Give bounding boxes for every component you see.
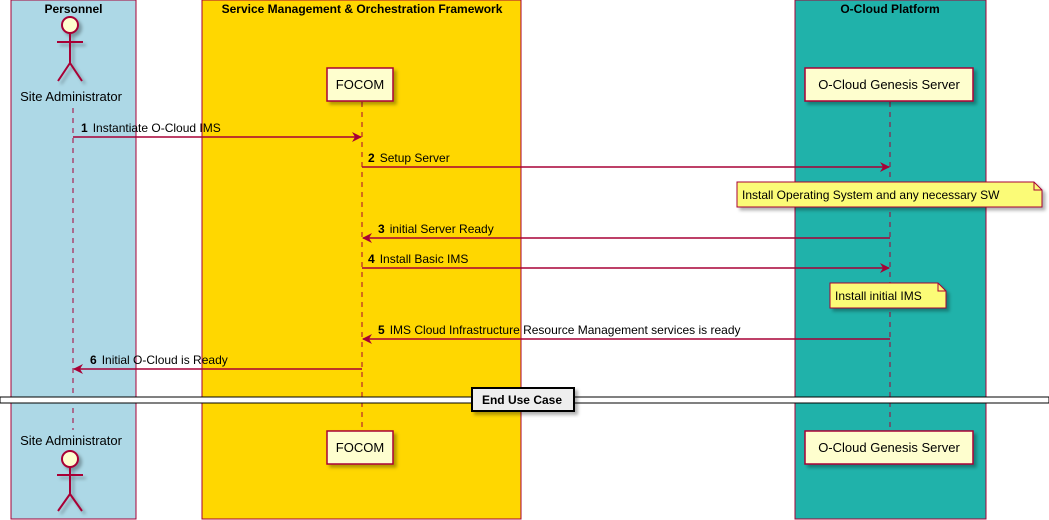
actor-admin-label-bottom: Site Administrator [20,433,123,448]
message-text: IMS Cloud Infrastructure Resource Manage… [390,323,741,337]
message-4: 4 Install Basic IMS [362,252,890,273]
note-2: Install initial IMS [829,282,947,309]
message-number: 1 [81,121,88,135]
message-text: Setup Server [380,151,450,165]
box-smo-title: Service Management & Orchestration Frame… [222,2,503,16]
message-1: 1 Instantiate O-Cloud IMS [73,121,362,142]
participant-focom-top: FOCOM [326,67,394,102]
message-number: 5 [378,323,385,337]
message-5: 5 IMS Cloud Infrastructure Resource Manag… [362,323,890,344]
box-ocloud-title: O-Cloud Platform [840,2,939,16]
box-personnel-title: Personnel [44,2,102,16]
participant-focom-label: FOCOM [336,440,384,455]
actor-admin-label-top: Site Administrator [20,89,123,104]
message-6: 6 Initial O-Cloud is Ready [73,353,362,374]
message-number: 6 [90,353,97,367]
message-text: Instantiate O-Cloud IMS [93,121,221,135]
divider: End Use Case [0,387,1049,412]
message-number: 3 [378,222,385,236]
participant-genesis-bottom: O-Cloud Genesis Server [804,430,974,465]
message-text: Initial O-Cloud is Ready [102,353,228,367]
actor-icon [57,16,83,82]
participant-genesis-top: O-Cloud Genesis Server [804,67,974,102]
participant-focom-label: FOCOM [336,77,384,92]
note-text: Install initial IMS [835,289,922,303]
divider-label: End Use Case [482,393,562,407]
message-text: Install Basic IMS [380,252,469,266]
message-number: 2 [368,151,375,165]
actor-icon [57,450,83,512]
participant-genesis-label: O-Cloud Genesis Server [818,77,960,92]
message-3: 3 initial Server Ready [362,222,890,243]
note-text: Install Operating System and any necessa… [742,188,1000,202]
participant-genesis-label: O-Cloud Genesis Server [818,440,960,455]
message-text: initial Server Ready [390,222,494,236]
message-2: 2 Setup Server [362,151,890,172]
note-1: Install Operating System and any necessa… [736,181,1043,208]
message-number: 4 [368,252,375,266]
participant-focom-bottom: FOCOM [326,430,394,465]
